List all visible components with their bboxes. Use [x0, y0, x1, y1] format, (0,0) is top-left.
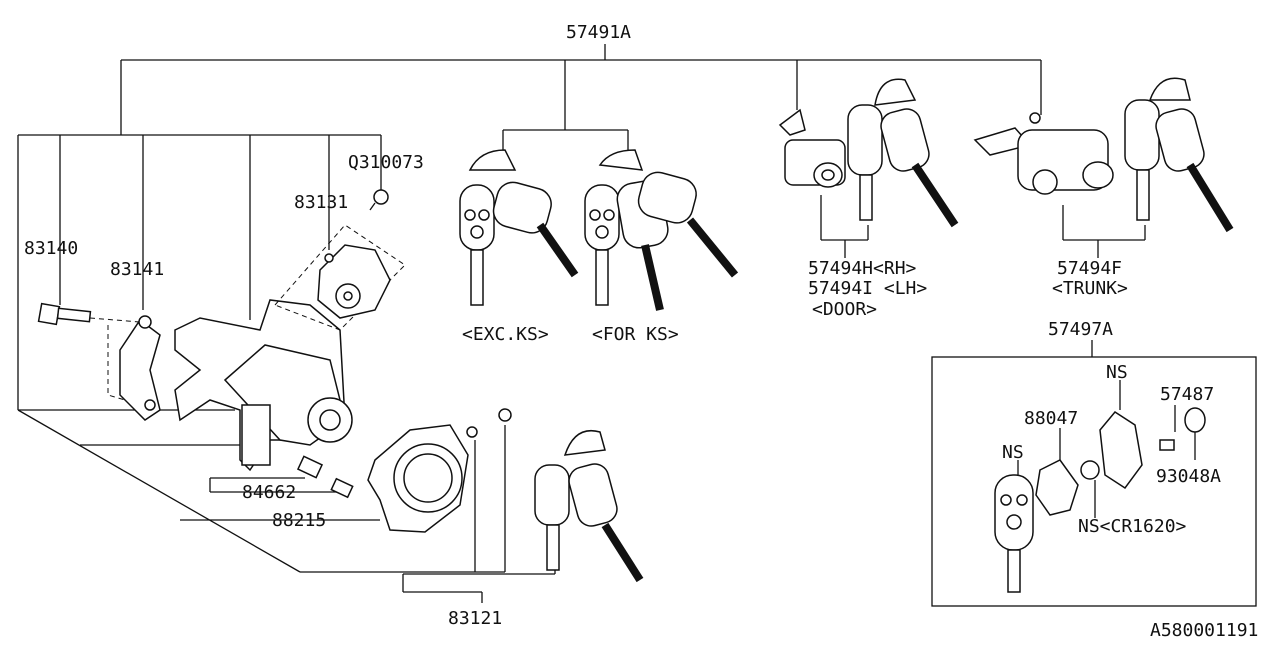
label-83121: 83121: [448, 608, 502, 629]
label-83141: 83141: [110, 259, 164, 280]
label-ns-top: NS: [1106, 362, 1128, 383]
bolt-83140-icon: [37, 302, 141, 326]
label-57494i: 57494I <LH>: [808, 278, 927, 299]
label-ns-cr1620: NS<CR1620>: [1078, 516, 1187, 537]
label-trunk: <TRUNK>: [1052, 278, 1128, 299]
trunk-lock-cylinder-icon: [973, 77, 1234, 233]
steering-lock-body-icon: [174, 299, 353, 472]
label-88047: 88047: [1024, 408, 1078, 429]
door-lock-cylinder-icon: [778, 78, 959, 228]
label-door: <DOOR>: [812, 299, 877, 320]
key-set-83121-icon: [534, 430, 644, 583]
key-set-exc-ks-icon: [459, 149, 579, 306]
label-57487: 57487: [1160, 384, 1214, 405]
label-exc-ks: <EXC.KS>: [462, 324, 549, 345]
label-57497a: 57497A: [1048, 319, 1113, 340]
bulb-84662-icon: [296, 455, 354, 499]
label-ns-left: NS: [1002, 442, 1024, 463]
screw-q310073-icon: [369, 189, 389, 211]
label-diagram-id: A580001191: [1150, 620, 1258, 640]
switch-83131-icon: [274, 224, 406, 331]
remote-key-parts-icon: [994, 407, 1206, 593]
label-for-ks: <FOR KS>: [592, 324, 679, 345]
label-83131: 83131: [294, 192, 348, 213]
label-88215: 88215: [272, 510, 326, 531]
ring-illumination-88215-icon: [367, 408, 512, 533]
key-set-for-ks-icon: [584, 149, 739, 311]
label-93048a: 93048A: [1156, 466, 1221, 487]
label-57494f: 57494F: [1057, 258, 1122, 279]
bracket-83141-icon: [107, 315, 161, 421]
leader-lines: [17, 44, 1196, 603]
label-57491a: 57491A: [566, 22, 631, 43]
label-57494h: 57494H<RH>: [808, 258, 917, 279]
remote-key-box: [931, 356, 1257, 607]
label-q310073: Q310073: [348, 152, 424, 173]
label-84662: 84662: [242, 482, 296, 503]
label-83140: 83140: [24, 238, 78, 259]
